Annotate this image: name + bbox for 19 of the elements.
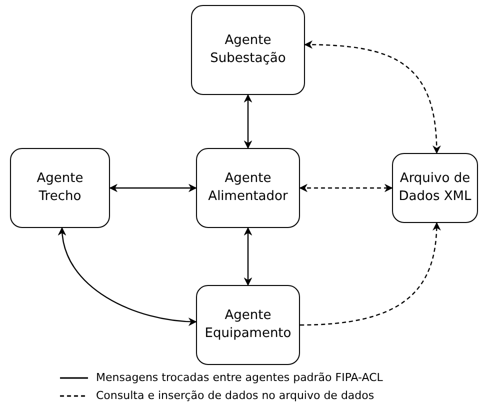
arrow [299,184,393,192]
arrow [244,227,252,286]
agent-box [392,153,478,223]
node-label: Agente Trecho [36,170,84,206]
node-label: Arquivo de Dados XML [398,170,472,206]
arrow [109,184,197,192]
node-label: Agente Subestação [209,32,287,68]
agent-box [191,5,305,95]
arrow [58,227,197,326]
node-label: Agente Equipamento [204,307,292,343]
arrow [244,94,252,149]
agent-box [10,148,110,228]
legend-text: Consulta e inserção de dados no arquivo de dados [96,388,374,404]
arrow [300,222,441,326]
arrow [304,40,441,154]
agent-box [196,148,300,228]
legend-text: Mensagens trocadas entre agentes padrão FIPA-ACL [96,370,383,386]
agent-box [196,285,300,365]
node-label: Agente Alimentador [207,170,289,206]
